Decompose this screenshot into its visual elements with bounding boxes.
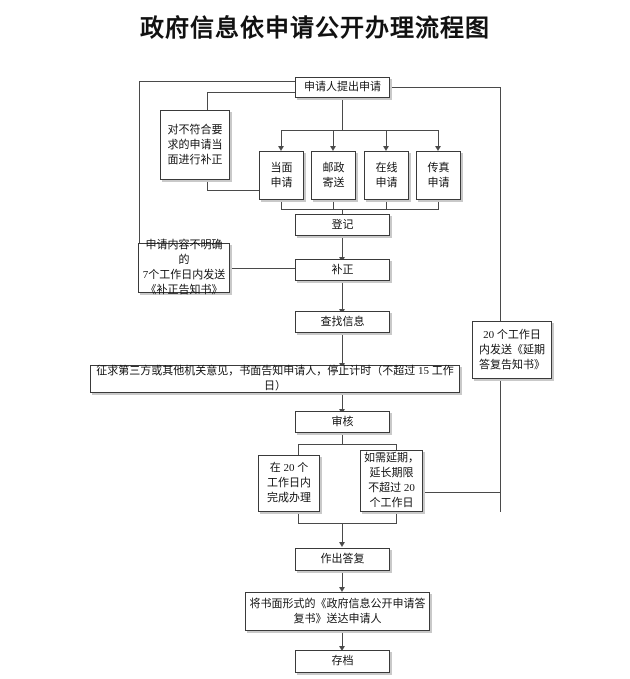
node-method-fax[interactable]: 传真 申请 <box>416 151 461 200</box>
riser-online <box>386 200 387 209</box>
node-third-party[interactable]: 征求第三方或其他机关意见，书面告知申请人，停止计时（不超过 15 工作日） <box>90 365 460 393</box>
node-method-face[interactable]: 当面 申请 <box>259 151 304 200</box>
connector-review-stem <box>342 433 343 444</box>
riser-fax <box>438 200 439 209</box>
node-search[interactable]: 查找信息 <box>295 311 390 333</box>
arrowhead-face <box>278 146 284 151</box>
node-method-online[interactable]: 在线 申请 <box>364 151 409 200</box>
arrowhead-post <box>330 146 336 151</box>
riser-finish20 <box>298 512 299 523</box>
connector-onsitefix-to-face <box>207 190 259 191</box>
page-title: 政府信息依申请公开办理流程图 <box>140 16 490 42</box>
arrowhead-reply <box>339 542 345 547</box>
arrowhead-fax <box>435 146 441 151</box>
riser-face <box>281 200 282 209</box>
arrowhead-archive <box>339 646 345 651</box>
node-reply[interactable]: 作出答复 <box>295 548 390 571</box>
node-archive[interactable]: 存档 <box>295 650 390 673</box>
connector-search-to-thirdparty <box>342 333 343 365</box>
connector-review-bus <box>298 444 396 445</box>
node-finish-20[interactable]: 在 20 个 工作日内 完成办理 <box>258 455 320 512</box>
node-extend-20[interactable]: 如需延期， 延长期限 不超过 20 个工作日 <box>360 450 423 512</box>
connector-branches-merge-bus <box>298 523 397 524</box>
connector-extend-to-right <box>416 492 501 493</box>
connector-apply-to-onsitefix-top <box>207 92 297 93</box>
connector-register-to-correct <box>342 236 343 259</box>
connector-methods-merge-bus <box>281 209 439 210</box>
connector-drop-finish20 <box>298 444 299 455</box>
connector-drop-fax <box>438 130 439 148</box>
connector-method-bus <box>281 130 438 131</box>
connector-left-trunk <box>139 81 140 244</box>
node-review[interactable]: 审核 <box>295 411 390 433</box>
node-register[interactable]: 登记 <box>295 214 390 236</box>
connector-merge-to-reply <box>342 523 343 544</box>
node-delay-note[interactable]: 20 个工作日 内发送《延期 答复告知书》 <box>472 321 552 379</box>
connector-drop-online <box>386 130 387 148</box>
riser-post <box>333 200 334 209</box>
connector-apply-to-left <box>139 81 295 82</box>
node-apply[interactable]: 申请人提出申请 <box>295 77 390 98</box>
connector-apply-to-right <box>390 87 501 88</box>
node-deliver[interactable]: 将书面形式的《政府信息公开申请答 复书》送达申请人 <box>245 592 430 631</box>
connector-drop-extend20 <box>396 444 397 455</box>
connector-merge-to-register <box>342 209 343 215</box>
connector-drop-face <box>281 130 282 148</box>
connector-thirdparty-to-review <box>342 393 343 411</box>
node-onsite-fix[interactable]: 对不符合要 求的申请当 面进行补正 <box>160 110 230 180</box>
node-correct[interactable]: 补正 <box>295 259 390 281</box>
node-method-post[interactable]: 邮政 寄送 <box>311 151 356 200</box>
arrowhead-online <box>383 146 389 151</box>
connector-correct-to-search <box>342 281 343 311</box>
connector-reply-to-deliver <box>342 571 343 589</box>
connector-right-trunk <box>500 87 501 512</box>
connector-unclearnote-to-correct <box>230 268 295 269</box>
connector-deliver-to-archive <box>342 631 343 648</box>
connector-apply-stem <box>342 98 343 130</box>
node-unclear-note[interactable]: 申请内容不明确的 7个工作日内发送 《补正告知书》 <box>138 239 230 296</box>
riser-extend20 <box>396 512 397 523</box>
connector-drop-post <box>333 130 334 148</box>
arrowhead-deliver <box>339 587 345 592</box>
